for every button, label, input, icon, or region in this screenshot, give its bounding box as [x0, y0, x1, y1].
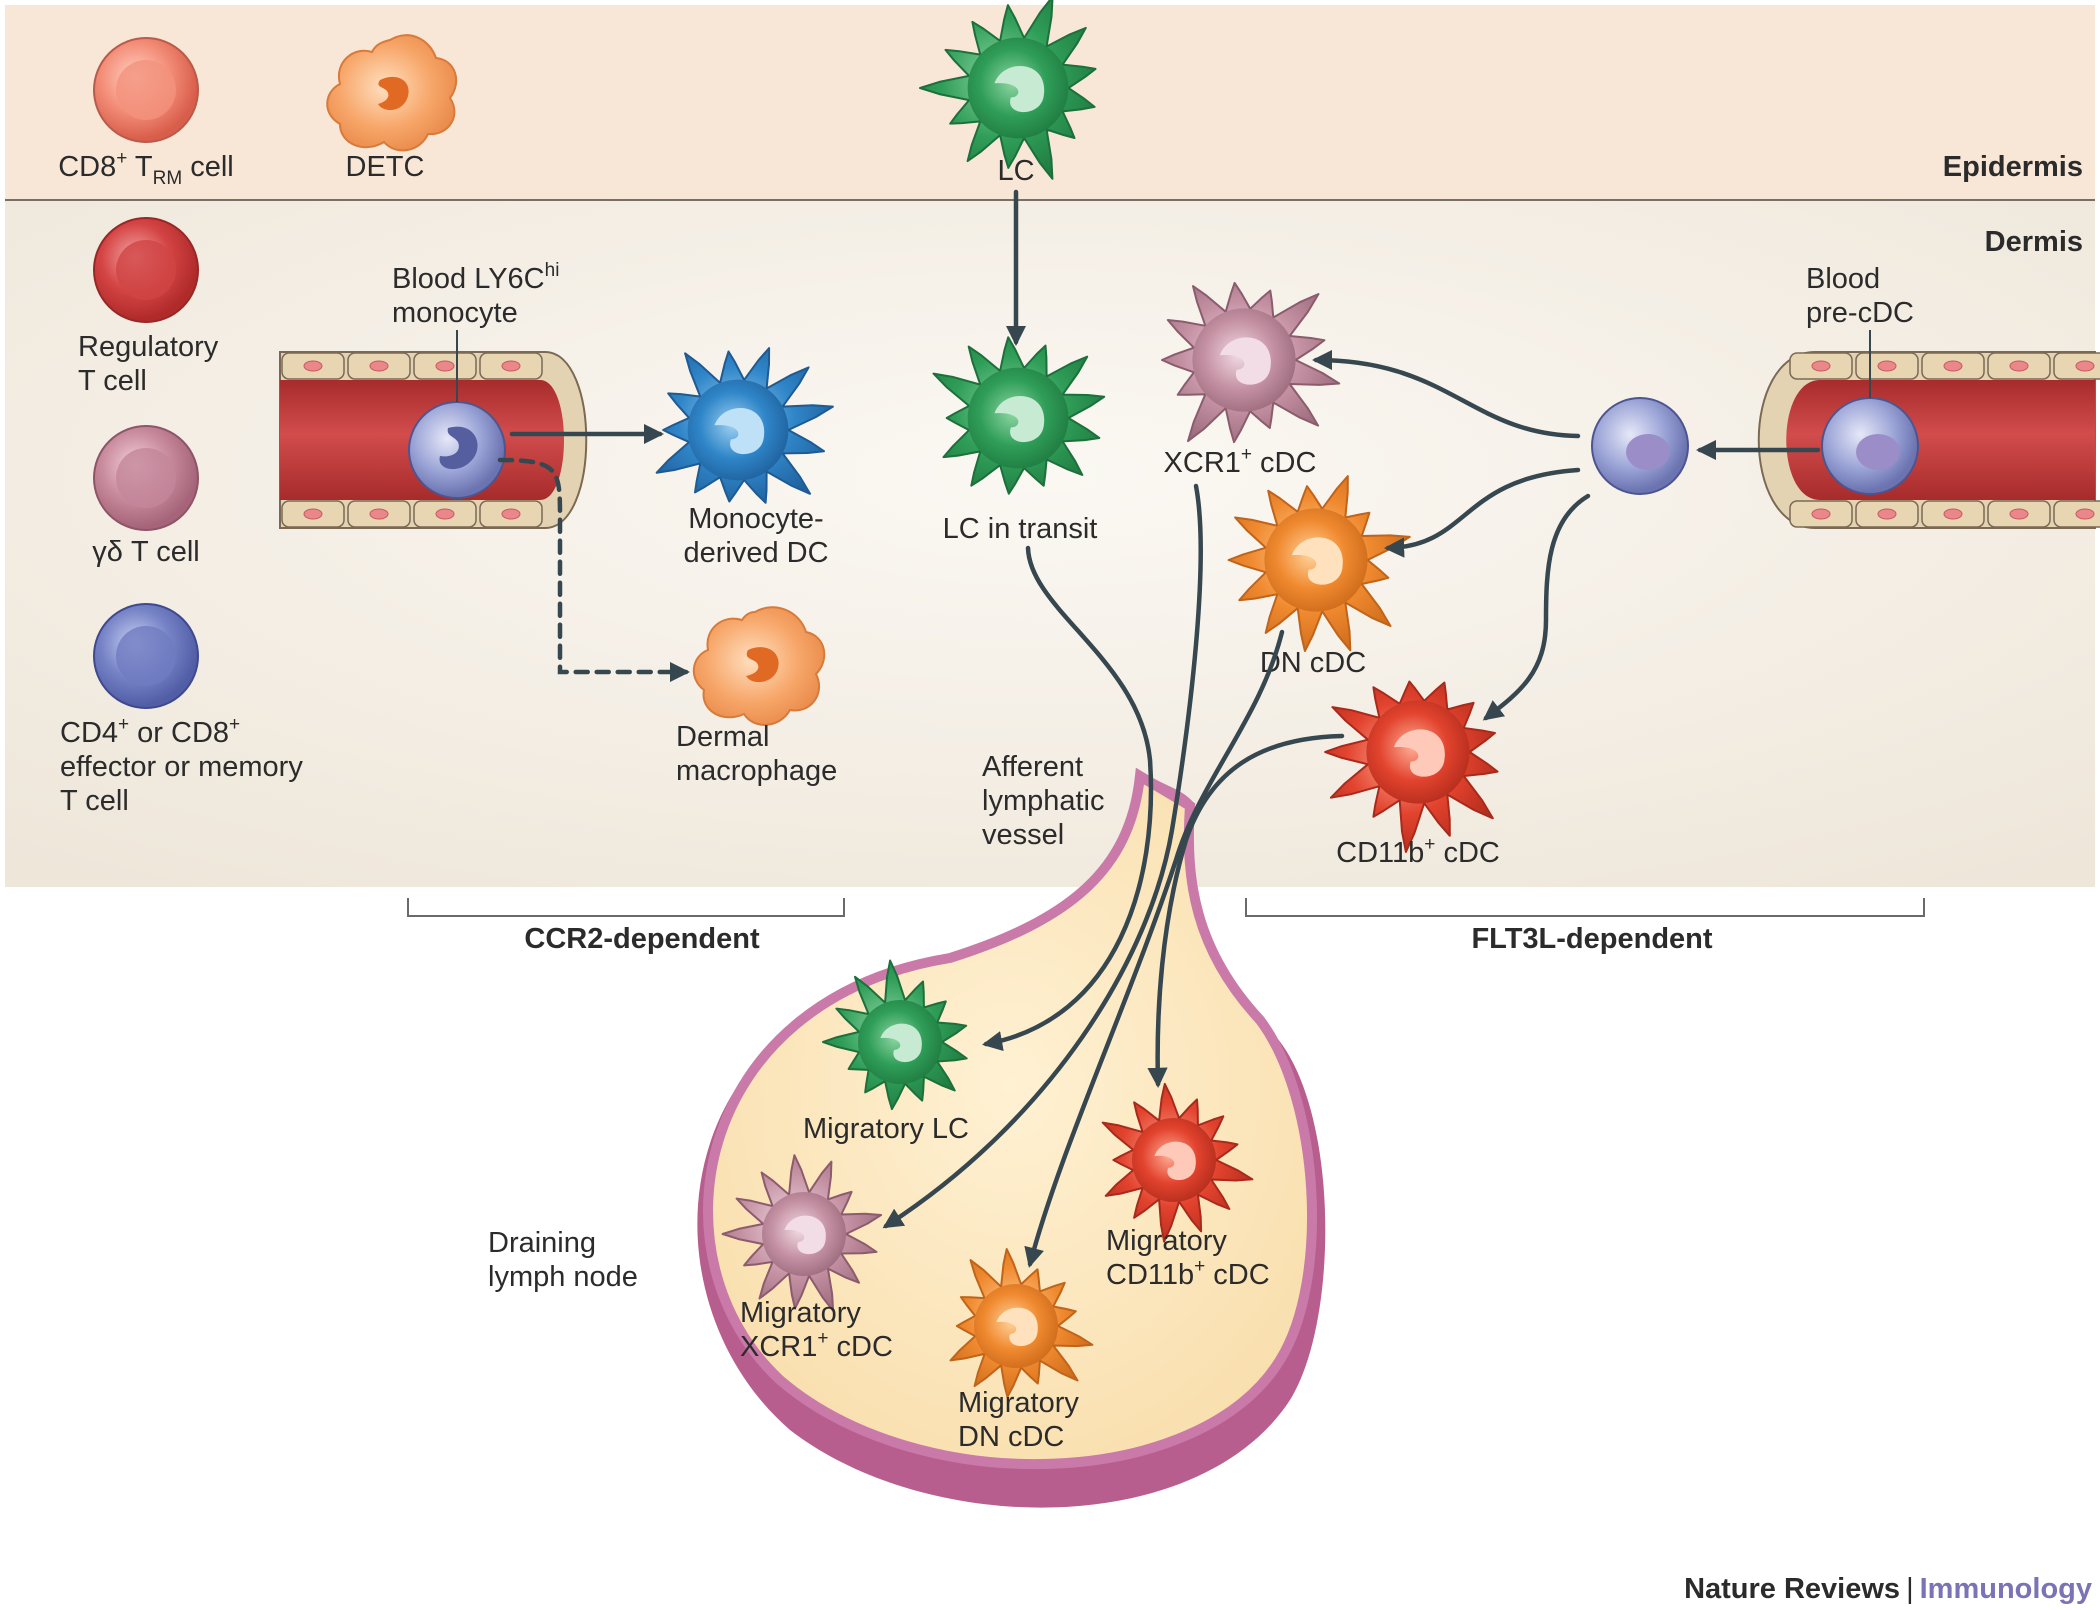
migratory-lc-label: Migratory LC: [803, 1113, 969, 1145]
endothelial-nucleus: [435, 508, 455, 520]
pre-cdc-dermis: [1591, 397, 1689, 495]
lc-cell: [919, 0, 1097, 180]
ccr2-bracket: [407, 898, 845, 917]
ccr2-dependent-label: CCR2-dependent: [524, 923, 760, 955]
dermal-macrophage: [693, 606, 826, 726]
endothelial-nucleus: [1943, 360, 1963, 372]
endothelial-nucleus: [303, 508, 323, 520]
detc-cell: [326, 34, 458, 152]
migratory-cd11b-cdc: [1101, 1082, 1254, 1243]
cd11b-cdc: [1324, 680, 1499, 853]
endothelial-nucleus: [2009, 508, 2029, 520]
endothelial-nucleus: [1811, 360, 1831, 372]
dermis-label: Dermis: [1985, 226, 2083, 258]
dendritic-cell-nucleus: [880, 1023, 922, 1063]
endothelial-nucleus: [1943, 508, 1963, 520]
path-xcr1-to-migratory-xcr1: [882, 483, 1203, 1229]
afferent-lymphatic-vessel: [1137, 771, 1194, 810]
dendritic-cell-nucleus: [1219, 337, 1271, 385]
effector-memory-t-cell: [93, 603, 199, 709]
endothelial-nucleus: [435, 360, 455, 372]
dendritic-cell-nucleus: [714, 407, 765, 455]
endothelial-nucleus: [501, 508, 521, 520]
endothelial-nucleus: [501, 360, 521, 372]
lc-in-transit-label: LC in transit: [943, 513, 1098, 545]
endothelial-nucleus: [2075, 360, 2095, 372]
migratory-xcr1-cdc: [721, 1154, 883, 1312]
dendritic-cell-nucleus: [1154, 1141, 1196, 1181]
dermis-layer: [5, 201, 2095, 887]
monocyte-derived-dc-label: Monocyte-derived DC: [683, 503, 828, 569]
lc-in-transit: [932, 336, 1106, 495]
regulatory-t-cell: [93, 217, 199, 323]
arrow-precdc-to-dn: [1383, 467, 1581, 558]
dendritic-cell-nucleus: [996, 1307, 1038, 1347]
journal-credit: Nature Reviews|Immunology: [1684, 1573, 2092, 1605]
gamma-delta-t-cell-label: γδ T cell: [92, 536, 199, 568]
endothelial-nucleus: [2075, 508, 2095, 520]
flt3l-dependent-label: FLT3L-dependent: [1471, 923, 1712, 955]
epidermis-label: Epidermis: [1943, 151, 2083, 183]
xcr1-cdc-label: XCR1+ cDC: [1164, 444, 1317, 479]
migration-arrows: [497, 189, 1821, 1268]
endothelial-nucleus: [369, 508, 389, 520]
dendritic-cell-nucleus: [994, 65, 1045, 113]
dn-cdc: [1227, 475, 1411, 652]
flt3l-bracket: [1245, 898, 1925, 917]
endothelial-nucleus: [369, 360, 389, 372]
endothelial-nucleus: [1877, 508, 1897, 520]
path-cd11b-to-migratory-cd11b: [1147, 733, 1345, 1089]
dendritic-cell-nucleus: [994, 395, 1045, 443]
dendritic-cell-nucleus: [1393, 729, 1445, 777]
draining-lymph-node: [697, 767, 1326, 1508]
xcr1-cdc: [1161, 281, 1341, 444]
dendritic-cell-nucleus: [1291, 537, 1343, 585]
dendritic-cell-nucleus: [784, 1215, 826, 1255]
blood-pre-cdc: [1821, 397, 1919, 495]
gamma-delta-t-cell: [93, 425, 199, 531]
cd8-trm-label: CD8+ TRM cell: [58, 148, 234, 189]
lc-label: LC: [997, 155, 1034, 187]
detc-label: DETC: [346, 151, 425, 183]
path-dn-to-migratory-dn: [1024, 629, 1285, 1268]
arrow-monocyte-to-macrophage: [497, 457, 691, 683]
cd8-trm-cell: [93, 37, 199, 143]
endothelial-nucleus: [1877, 360, 1897, 372]
path-lc-to-migratory-lc: [982, 545, 1154, 1052]
migratory-lc: [822, 959, 968, 1111]
endothelial-nucleus: [1811, 508, 1831, 520]
blood-vessel-right: [1757, 351, 2100, 529]
blood-ly6c-monocyte: [408, 401, 506, 499]
arrow-precdc-to-cd11b: [1482, 493, 1591, 721]
migratory-dn-cdc: [949, 1248, 1094, 1398]
endothelial-nucleus: [303, 360, 323, 372]
cd11b-cdc-label: CD11b+ cDC: [1336, 834, 1500, 869]
endothelial-nucleus: [2009, 360, 2029, 372]
monocyte-derived-dc: [655, 347, 834, 504]
arrow-precdc-to-xcr1: [1311, 349, 1581, 439]
